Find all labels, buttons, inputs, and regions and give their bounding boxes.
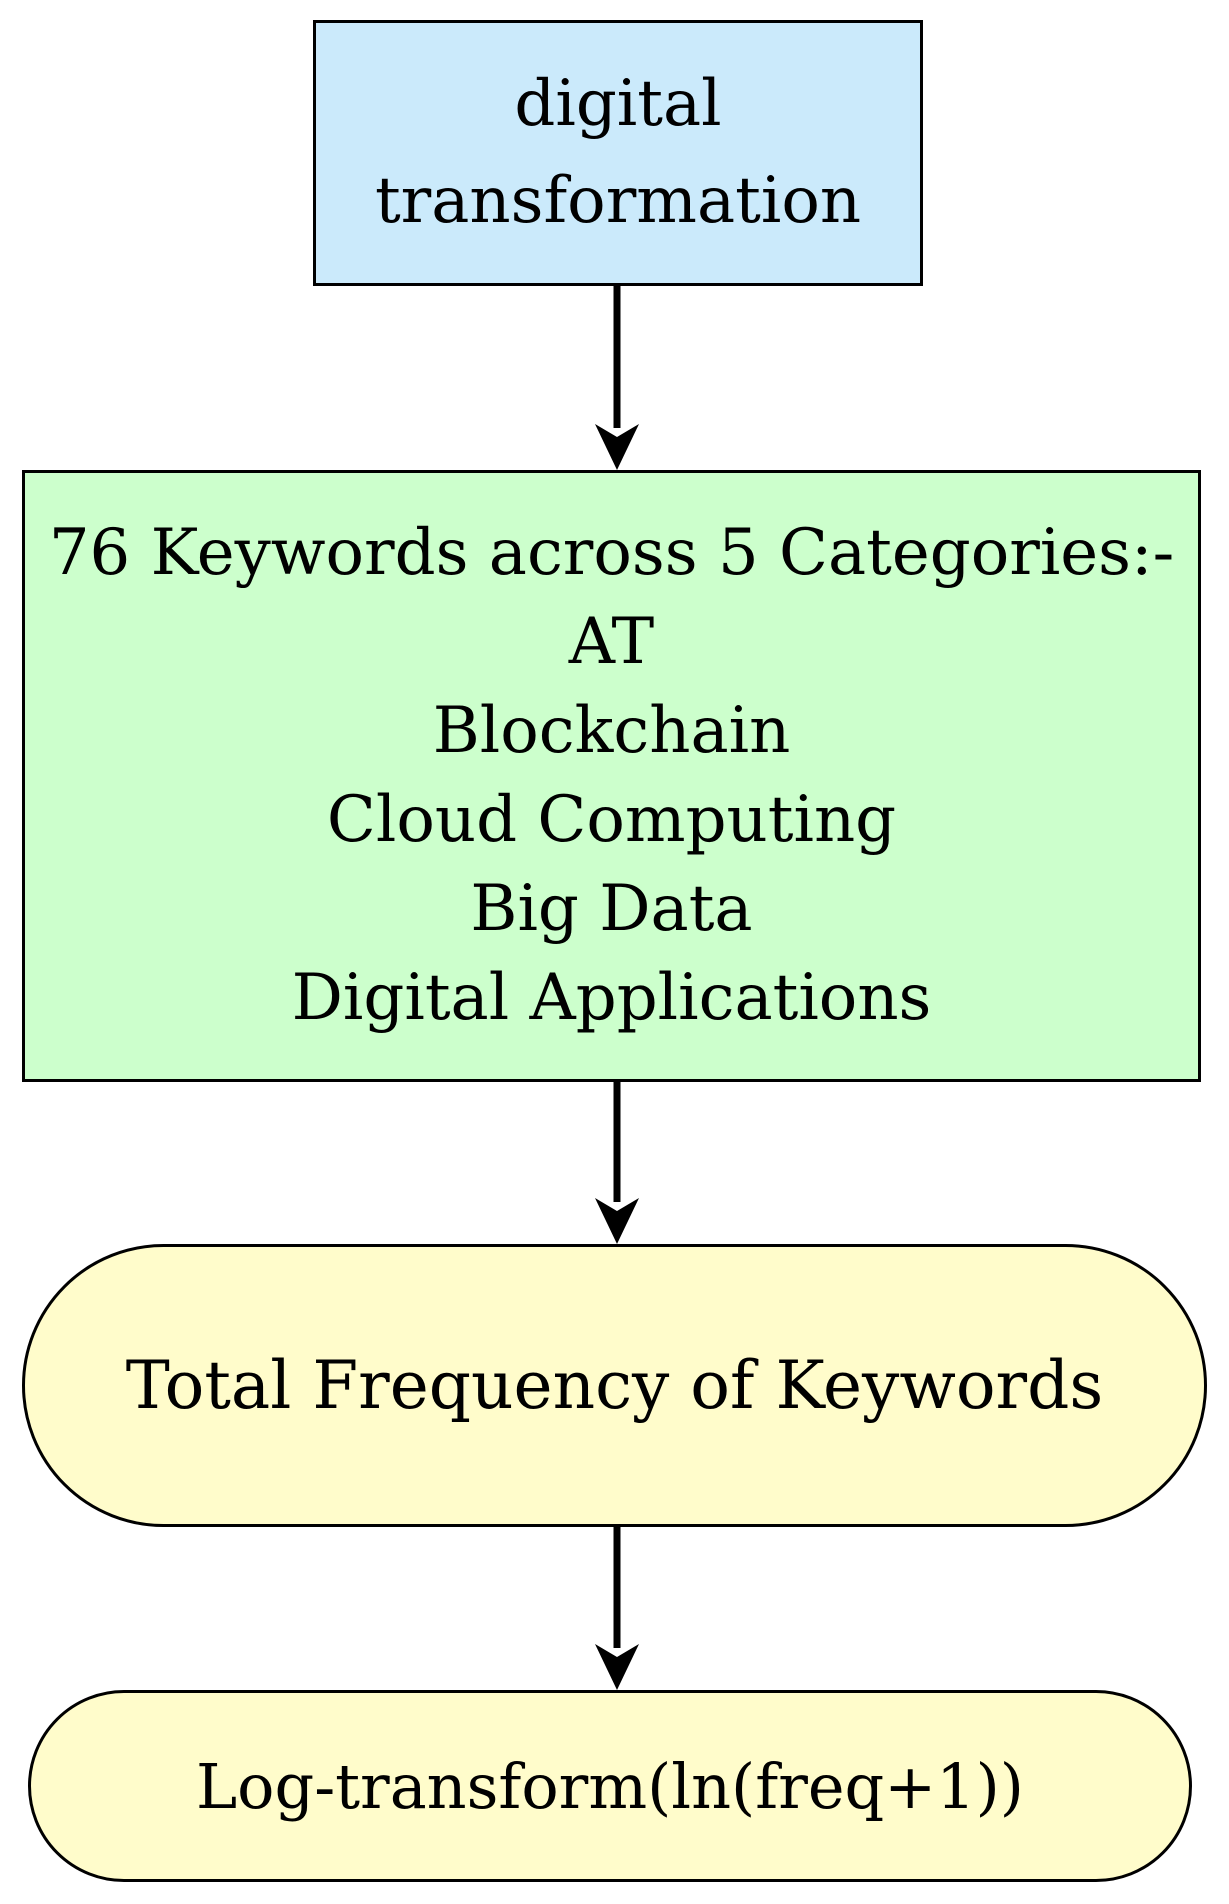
node-text-line: 76 Keywords across 5 Categories:- [48, 516, 1175, 590]
down-arrow-connector-2 [587, 1082, 647, 1244]
node-text-line: AT [568, 605, 655, 679]
node-text-line: transformation [374, 164, 862, 238]
node-text-line: Cloud Computing [326, 783, 897, 857]
node-total-frequency: Total Frequency of Keywords [22, 1244, 1207, 1527]
node-text-line: Log-transform(ln(freq+1)) [196, 1749, 1024, 1823]
node-text-line: Big Data [470, 872, 753, 946]
node-text-line: Blockchain [432, 694, 791, 768]
down-arrow-connector-3 [587, 1527, 647, 1690]
down-arrow-icon [595, 1527, 639, 1690]
node-log-transform: Log-transform(ln(freq+1)) [28, 1690, 1192, 1882]
node-text-line: digital [514, 67, 722, 141]
down-arrow-icon [595, 1082, 639, 1244]
node-keyword-categories: 76 Keywords across 5 Categories:- AT Blo… [22, 470, 1201, 1082]
node-text-line: Total Frequency of Keywords [125, 1347, 1104, 1424]
down-arrow-icon [595, 286, 639, 470]
node-text-line: Digital Applications [291, 961, 932, 1035]
down-arrow-connector-1 [587, 286, 647, 470]
node-digital-transformation: digital transformation [313, 20, 923, 286]
